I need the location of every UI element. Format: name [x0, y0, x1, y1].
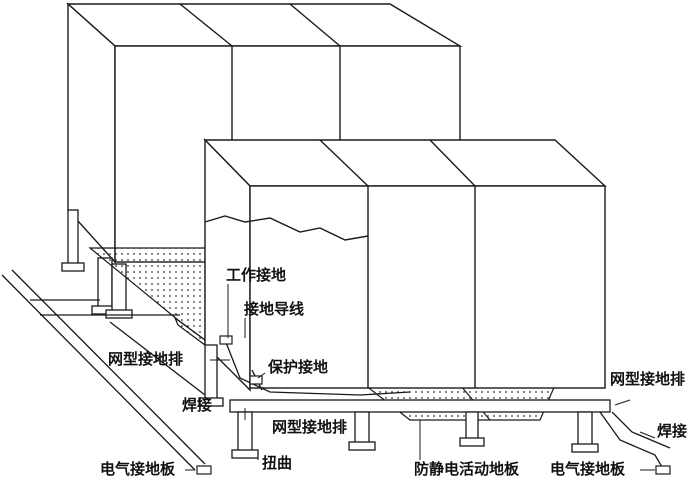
- label-mesh-bar-right: 网型接地排: [610, 370, 685, 388]
- front-cabinet-row: [203, 138, 607, 392]
- label-elec-plate-left: 电气接地板: [100, 460, 176, 478]
- label-ground-lead: 接地导线: [244, 300, 304, 318]
- label-elec-plate-right: 电气接地板: [550, 460, 626, 478]
- leader-lines: [185, 284, 656, 471]
- label-weld-right: 焊接: [657, 422, 687, 440]
- ground-terminals: [196, 335, 671, 475]
- label-mesh-bar-mid: 网型接地排: [272, 418, 347, 436]
- label-weld-left: 焊接: [182, 396, 212, 414]
- label-twist: 扭曲: [262, 454, 292, 472]
- label-work-ground: 工作接地: [226, 266, 286, 284]
- label-protect-ground: 保护接地: [267, 358, 328, 376]
- ground-wires: [1, 269, 671, 473]
- front-frame: [198, 344, 611, 459]
- label-mesh-bar-left: 网型接地排: [108, 350, 183, 368]
- label-antistatic-floor: 防静电活动地板: [414, 460, 520, 478]
- back-row-feet: [61, 209, 133, 319]
